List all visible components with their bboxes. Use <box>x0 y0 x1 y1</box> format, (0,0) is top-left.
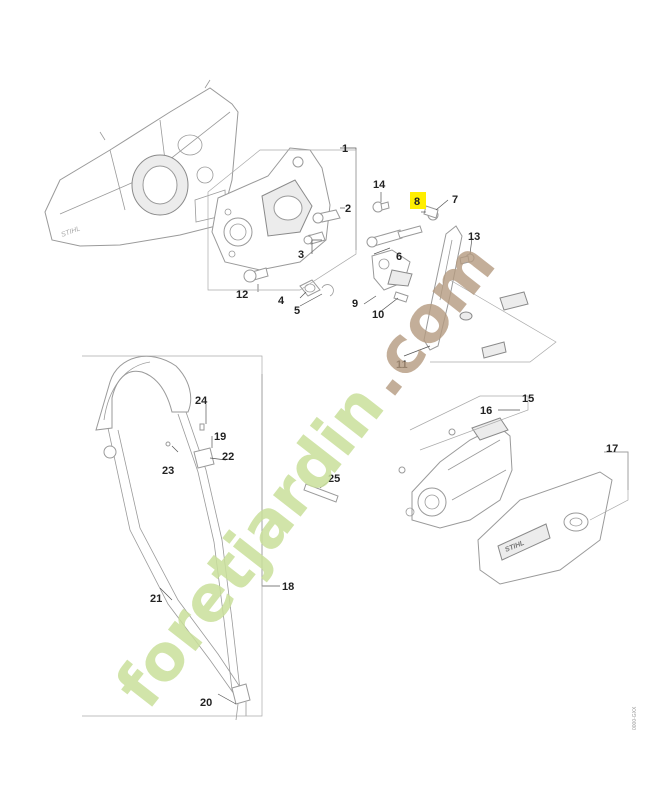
callout-20: 20 <box>200 697 212 709</box>
callout-22: 22 <box>222 451 234 463</box>
callout-16: 16 <box>480 405 492 417</box>
callout-8-highlight <box>410 192 426 209</box>
callout-13: 13 <box>468 231 480 243</box>
part-12-screw <box>243 267 269 283</box>
callout-24: 24 <box>195 395 208 407</box>
callout-15: 15 <box>522 393 534 405</box>
callout-12: 12 <box>236 289 248 301</box>
callout-5: 5 <box>294 305 300 317</box>
part-2-stud <box>312 209 341 224</box>
callout-9: 9 <box>352 298 358 310</box>
callout-3: 3 <box>298 249 304 261</box>
callout-19: 19 <box>214 431 226 443</box>
callout-2: 2 <box>345 203 351 215</box>
callout-10: 10 <box>372 309 384 321</box>
callout-4: 4 <box>278 295 285 307</box>
part-15-cover-inner <box>405 417 513 529</box>
part-15-screw <box>398 466 406 474</box>
callout-labels: 1 2 3 4 5 6 8 7 9 10 11 12 13 14 15 16 1… <box>150 143 618 709</box>
watermark-orange-text: .com <box>345 229 510 411</box>
part-11-hand-guard <box>423 225 529 359</box>
callout-11: 11 <box>396 359 408 371</box>
part-brake-lever <box>371 249 413 291</box>
engine-housing: STIHL <box>44 79 239 247</box>
callout-17: 17 <box>606 443 618 455</box>
harness-strap <box>95 355 251 721</box>
part-14-screw <box>372 201 390 213</box>
callout-6: 6 <box>396 251 402 263</box>
part-10-pin <box>393 291 409 303</box>
callout-18: 18 <box>282 581 294 593</box>
part-17-sprocket-cover: STIHL <box>477 471 613 585</box>
callout-14: 14 <box>373 179 386 191</box>
crankcase-plate <box>211 147 331 271</box>
callout-1: 1 <box>342 143 348 155</box>
watermark-green-text: foretjardin <box>102 371 399 722</box>
callout-23: 23 <box>162 465 174 477</box>
callout-21: 21 <box>150 593 162 605</box>
drawing-code: 0000-GXX <box>632 706 638 730</box>
part-8-clip <box>423 205 439 219</box>
part-13-screw <box>459 253 475 265</box>
callout-8: 8 <box>414 196 420 208</box>
grouping-boxes <box>82 149 629 717</box>
part-5-clip <box>321 284 334 297</box>
callout-7: 7 <box>452 194 458 206</box>
part-25-pin <box>303 483 339 503</box>
callout-25: 25 <box>328 473 340 485</box>
part-16-screw <box>448 428 456 436</box>
part-6-bolt <box>366 225 423 248</box>
part-4-washer <box>299 279 321 297</box>
